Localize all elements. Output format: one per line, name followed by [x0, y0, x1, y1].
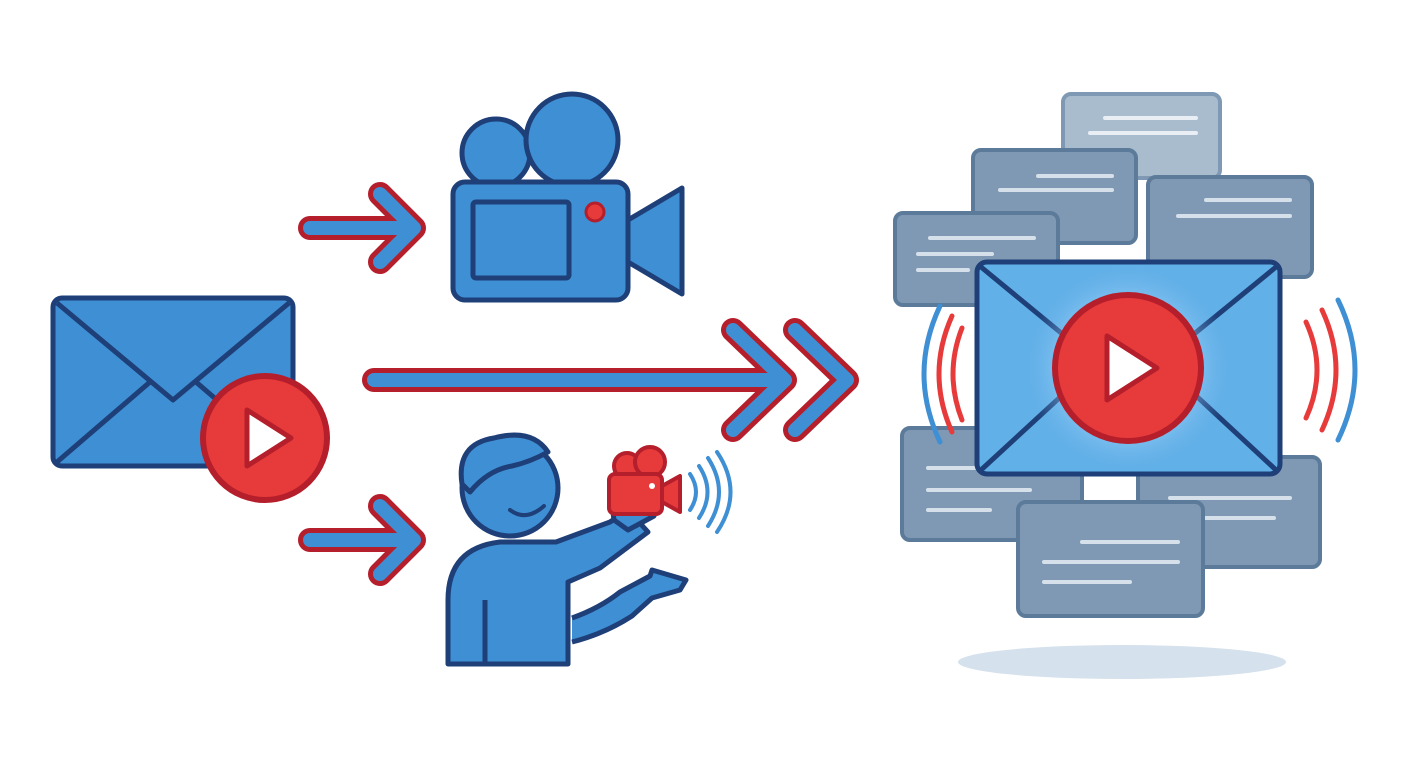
person-recording-icon	[445, 432, 689, 667]
video-camera-icon	[607, 445, 682, 516]
broadcast-waves-left	[921, 303, 965, 445]
sound-waves-icon	[688, 450, 733, 534]
ground-shadow	[958, 645, 1286, 679]
arrow-icon	[298, 494, 426, 586]
broadcast-waves-right	[1303, 297, 1358, 443]
arrow-icon	[298, 182, 426, 274]
message-card-icon	[1016, 500, 1205, 618]
play-button-icon	[200, 373, 330, 503]
message-card-icon	[1146, 175, 1314, 279]
video-camera-icon	[450, 91, 685, 303]
play-button-icon	[1052, 292, 1204, 444]
double-arrow-icon	[362, 318, 859, 442]
